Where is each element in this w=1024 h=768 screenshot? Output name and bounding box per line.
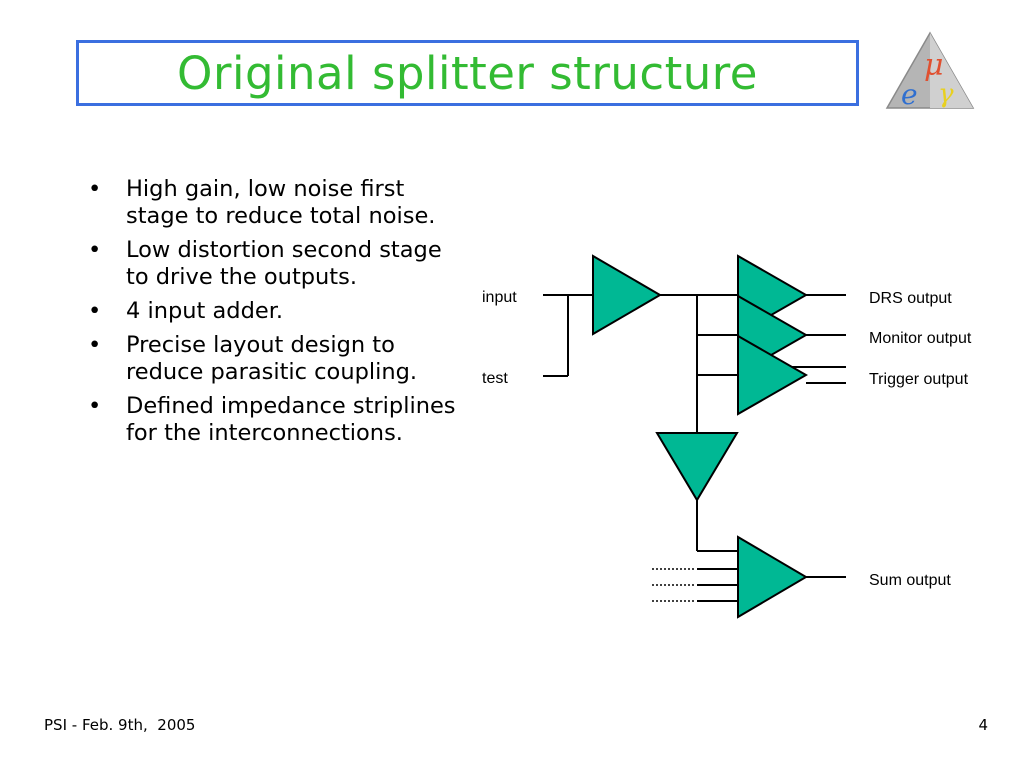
dotted-inputs — [652, 568, 696, 602]
bullet-item: Defined impedance striplines for the int… — [88, 393, 458, 447]
label-monitor-output: Monitor output — [869, 330, 972, 347]
label-input: input — [482, 289, 517, 306]
meg-logo: μ e γ — [885, 31, 975, 111]
bullet-item: 4 input adder. — [88, 298, 458, 325]
label-test: test — [482, 370, 508, 387]
bullet-item: Precise layout design to reduce parasiti… — [88, 332, 458, 386]
logo-e: e — [901, 78, 918, 111]
slide-title: Original splitter structure — [177, 46, 758, 100]
page-number: 4 — [978, 716, 988, 734]
logo-mu: μ — [924, 48, 944, 83]
label-trigger-output: Trigger output — [869, 371, 969, 388]
adder-amplifier — [737, 535, 808, 619]
first-stage-amplifier — [592, 254, 662, 336]
label-sum-output: Sum output — [869, 572, 951, 589]
bullet-item: High gain, low noise first stage to redu… — [88, 176, 458, 230]
label-drs-output: DRS output — [869, 290, 952, 307]
title-box: Original splitter structure — [76, 40, 859, 106]
wires — [543, 294, 846, 602]
logo-gamma: γ — [938, 79, 954, 109]
trigger-amplifier — [737, 334, 809, 416]
sum-path-amplifier — [655, 432, 739, 502]
footer-date: PSI - Feb. 9th, 2005 — [44, 716, 196, 734]
bullet-item: Low distortion second stage to drive the… — [88, 237, 458, 291]
bullet-list: High gain, low noise first stage to redu… — [88, 176, 458, 454]
